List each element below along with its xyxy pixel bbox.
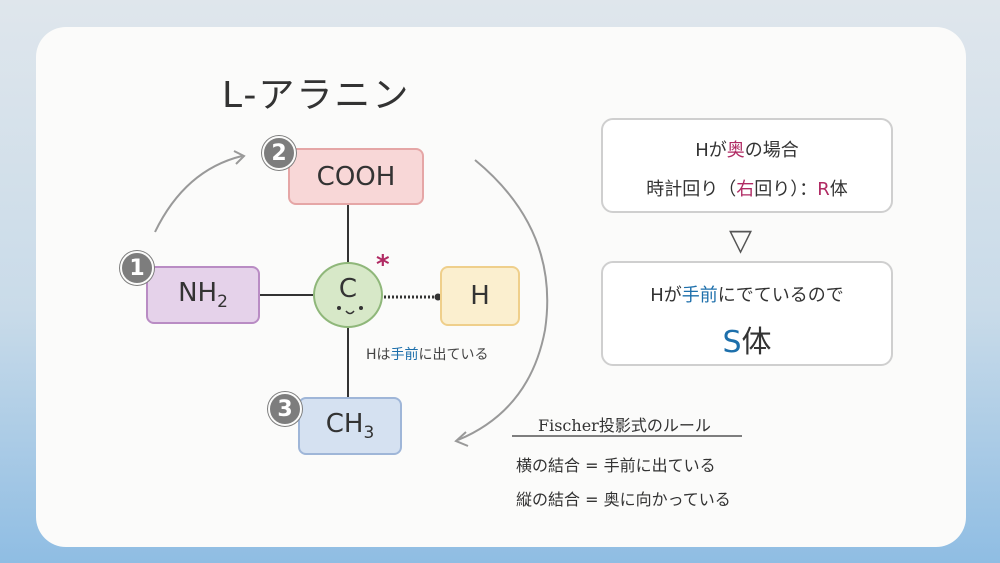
panel-top-line1: Hが奥の場合 (695, 140, 799, 161)
rank-1-badge: 1 (120, 251, 154, 285)
group-ch3-label: CH3 (325, 408, 375, 444)
chiral-star-mark: * (376, 250, 390, 280)
group-ch3-box: CH3 (298, 397, 402, 455)
smile-face-icon (337, 306, 363, 315)
group-cooh-box: COOH (288, 148, 424, 205)
down-arrow-icon: ▽ (729, 223, 753, 258)
bond-h-dot (434, 293, 442, 301)
group-h-label: H (470, 281, 490, 311)
arrow-cooh-to-ch3 (457, 159, 549, 441)
rules-heading: Fischer投影式のルール (538, 416, 711, 435)
rank-3-badge: 3 (268, 392, 302, 426)
chiral-carbon: C (313, 262, 383, 328)
group-cooh-label: COOH (316, 161, 396, 192)
arrow-nh2-to-cooh (154, 155, 243, 233)
rule-vertical: 縦の結合 = 奥に向かっている (516, 490, 731, 509)
condition-panel-h-back: Hが奥の場合 時計回り（右回り）：R体 (601, 118, 893, 213)
group-h-box: H (440, 266, 520, 326)
panel-bottom-line1: Hが手前にでているので (650, 285, 844, 306)
rule-horizontal: 横の結合 = 手前に出ている (516, 456, 716, 475)
group-nh2-label: NH2 (178, 277, 228, 313)
h-front-note: Hは手前に出ている (366, 347, 489, 363)
chiral-carbon-label: C (338, 274, 358, 304)
page-title: L-アラニン (222, 75, 411, 116)
condition-panel-h-front: Hが手前にでているので S体 (601, 261, 893, 366)
panel-top-line2: 時計回り（右回り）：R体 (646, 179, 848, 200)
panel-bottom-result: S体 (722, 325, 772, 360)
rank-2-badge: 2 (262, 136, 296, 170)
group-nh2-box: NH2 (146, 266, 260, 324)
